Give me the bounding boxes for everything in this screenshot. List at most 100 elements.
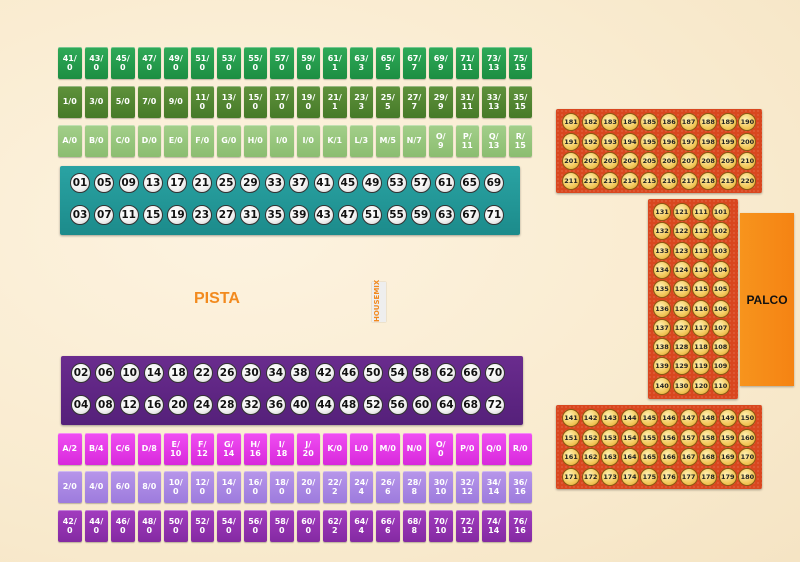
table-circle-small[interactable]: 137	[653, 318, 671, 337]
table-circle[interactable]: 55	[386, 205, 407, 225]
seat-cell[interactable]: M/5	[376, 125, 400, 157]
table-circle[interactable]: 30	[241, 363, 262, 383]
table-circle-small[interactable]: 119	[692, 357, 710, 376]
seat-cell[interactable]: 50/ 0	[164, 510, 188, 542]
table-circle[interactable]: 62	[436, 363, 457, 383]
seat-cell[interactable]: 48/ 0	[137, 510, 161, 542]
seat-cell[interactable]: 43/ 0	[84, 47, 108, 79]
seat-cell[interactable]: 68/ 8	[402, 510, 426, 542]
table-circle[interactable]: 22	[192, 363, 213, 383]
table-circle[interactable]: 46	[338, 363, 359, 383]
seat-cell[interactable]: 76/ 16	[508, 510, 532, 542]
seat-cell[interactable]: 62/ 2	[323, 510, 347, 542]
seat-cell[interactable]: 51/ 0	[190, 47, 214, 79]
table-circle[interactable]: 53	[386, 173, 407, 193]
seat-cell[interactable]: 5/0	[111, 86, 135, 118]
table-circle-small[interactable]: 120	[692, 376, 710, 395]
seat-cell[interactable]: J/ 20	[296, 433, 320, 465]
table-circle-small[interactable]: 219	[718, 171, 737, 190]
table-circle[interactable]: 45	[337, 173, 358, 193]
table-circle[interactable]: 23	[191, 205, 212, 225]
table-circle-small[interactable]: 139	[653, 357, 671, 376]
seat-cell[interactable]: 8/0	[137, 471, 161, 503]
table-circle-small[interactable]: 117	[692, 318, 710, 337]
table-circle[interactable]: 09	[118, 173, 139, 193]
seat-cell[interactable]: 75/ 15	[508, 47, 532, 79]
seat-cell[interactable]: 16/ 0	[243, 471, 267, 503]
table-circle-small[interactable]: 176	[660, 467, 678, 486]
seat-cell[interactable]: 29/ 9	[429, 86, 453, 118]
table-circle-small[interactable]: 140	[653, 376, 671, 395]
table-circle-small[interactable]: 190	[738, 113, 757, 131]
table-circle-small[interactable]: 198	[699, 132, 718, 151]
seat-cell[interactable]: 20/ 0	[296, 471, 320, 503]
seat-cell[interactable]: G/0	[217, 125, 241, 157]
table-circle-small[interactable]: 217	[679, 171, 698, 190]
table-circle-small[interactable]: 218	[699, 171, 718, 190]
table-circle[interactable]: 25	[216, 173, 237, 193]
seat-cell[interactable]: I/ 18	[270, 433, 294, 465]
table-circle-small[interactable]: 115	[692, 280, 710, 299]
seat-cell[interactable]: 33/ 13	[482, 86, 506, 118]
table-circle-small[interactable]: 106	[711, 299, 730, 318]
table-circle[interactable]: 37	[289, 173, 310, 193]
table-circle[interactable]: 24	[192, 395, 213, 415]
table-circle-small[interactable]: 179	[718, 467, 737, 486]
seat-cell[interactable]: 35/ 15	[508, 86, 532, 118]
table-circle-small[interactable]: 181	[562, 113, 580, 131]
seat-cell[interactable]: E/0	[164, 125, 188, 157]
table-circle-small[interactable]: 171	[562, 467, 580, 486]
table-circle[interactable]: 50	[363, 363, 384, 383]
table-circle-small[interactable]: 127	[672, 318, 691, 337]
table-circle[interactable]: 63	[435, 205, 456, 225]
seat-cell[interactable]: 11/ 0	[190, 86, 214, 118]
table-circle-small[interactable]: 206	[660, 152, 678, 170]
table-circle[interactable]: 43	[313, 205, 334, 225]
table-circle[interactable]: 57	[410, 173, 431, 193]
table-circle-small[interactable]: 165	[640, 448, 659, 466]
table-circle-small[interactable]: 110	[711, 376, 730, 395]
seat-cell[interactable]: 28/ 8	[402, 471, 426, 503]
table-circle-small[interactable]: 213	[601, 171, 620, 190]
table-circle[interactable]: 54	[387, 363, 408, 383]
table-circle[interactable]: 03	[70, 205, 90, 225]
seat-cell[interactable]: 7/0	[137, 86, 161, 118]
table-circle[interactable]: 34	[265, 363, 286, 383]
table-circle[interactable]: 12	[119, 395, 140, 415]
seat-cell[interactable]: 12/ 0	[190, 471, 214, 503]
seat-cell[interactable]: 31/ 11	[455, 86, 479, 118]
table-circle-small[interactable]: 162	[581, 448, 600, 466]
table-circle-small[interactable]: 107	[711, 318, 730, 337]
table-circle[interactable]: 65	[459, 173, 480, 193]
table-circle[interactable]: 06	[95, 363, 116, 383]
seat-cell[interactable]: N/7	[402, 125, 426, 157]
seat-cell[interactable]: C/6	[111, 433, 135, 465]
table-circle[interactable]: 02	[71, 363, 91, 383]
seat-cell[interactable]: D/8	[137, 433, 161, 465]
table-circle[interactable]: 17	[167, 173, 188, 193]
seat-cell[interactable]: R/ 15	[508, 125, 532, 157]
table-circle-small[interactable]: 142	[581, 409, 600, 427]
table-circle-small[interactable]: 161	[562, 448, 580, 466]
table-circle-small[interactable]: 167	[679, 448, 698, 466]
table-circle-small[interactable]: 109	[711, 357, 730, 376]
table-circle[interactable]: 41	[313, 173, 334, 193]
table-circle-small[interactable]: 114	[692, 260, 710, 279]
seat-cell[interactable]: O/ 9	[429, 125, 453, 157]
table-circle-small[interactable]: 159	[718, 428, 737, 447]
table-circle[interactable]: 36	[265, 395, 286, 415]
seat-cell[interactable]: P/ 11	[455, 125, 479, 157]
table-circle[interactable]: 38	[290, 363, 311, 383]
table-circle-small[interactable]: 209	[718, 152, 737, 170]
seat-cell[interactable]: 1/0	[58, 86, 82, 118]
table-circle-small[interactable]: 203	[601, 152, 620, 170]
seat-cell[interactable]: 45/ 0	[111, 47, 135, 79]
seat-cell[interactable]: 57/ 0	[270, 47, 294, 79]
table-circle-small[interactable]: 144	[620, 409, 639, 427]
table-circle[interactable]: 49	[362, 173, 383, 193]
table-circle[interactable]: 40	[290, 395, 311, 415]
table-circle-small[interactable]: 201	[562, 152, 580, 170]
table-circle-small[interactable]: 112	[692, 222, 710, 241]
table-circle-small[interactable]: 180	[738, 467, 757, 486]
seat-cell[interactable]: 70/ 10	[429, 510, 453, 542]
